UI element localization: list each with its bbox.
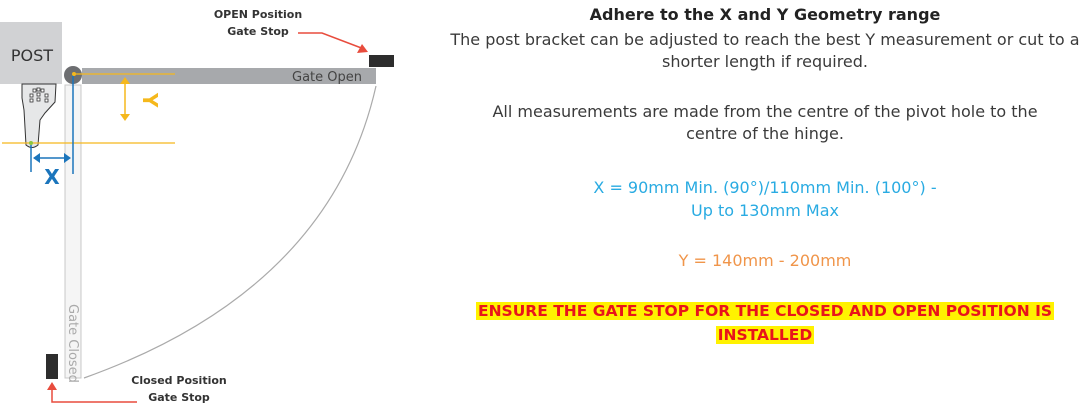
x-range-line1: X = 90mm Min. (90°)/110mm Min. (100°) -: [593, 178, 937, 197]
post-label: POST: [11, 46, 53, 65]
open-stop-arrow: [298, 32, 365, 50]
gate-geometry-diagram: POST Gate Closed Gate Open Y X OPEN Posi…: [0, 8, 394, 403]
open-gate-stop: [369, 55, 394, 67]
x-range-line2: Up to 130mm Max: [691, 201, 839, 220]
open-stop-arrowhead-icon: [357, 44, 368, 53]
y-label: Y: [138, 92, 162, 108]
closed-stop-arrow: [51, 388, 137, 403]
open-stop-label-line2: Gate Stop: [227, 25, 289, 38]
geometry-title: Adhere to the X and Y Geometry range: [589, 5, 941, 24]
gate-open-bar: [82, 68, 376, 84]
bracket-adjust-note: The post bracket can be adjusted to reac…: [450, 30, 1080, 71]
gate-stop-warning-line2: INSTALLED: [715, 326, 815, 344]
bracket-holes: [29, 87, 49, 103]
gate-open-label: Gate Open: [292, 70, 362, 85]
swing-arc: [83, 85, 377, 379]
closed-stop-label-line1: Closed Position: [131, 374, 226, 387]
post: [0, 22, 62, 84]
y-range: Y = 140mm - 200mm: [678, 251, 852, 270]
open-stop-label-line1: OPEN Position: [214, 8, 302, 21]
x-label: X: [44, 165, 60, 189]
gate-stop-warning-line1: ENSURE THE GATE STOP FOR THE CLOSED AND …: [475, 302, 1055, 320]
closed-stop-label-line2: Gate Stop: [148, 391, 210, 403]
gate-closed-label: Gate Closed: [65, 304, 80, 383]
measurement-note: All measurements are made from the centr…: [492, 102, 1038, 143]
pivot-point: [72, 72, 76, 76]
hinge-point: [29, 141, 33, 145]
closed-stop-arrowhead-icon: [47, 382, 57, 390]
closed-gate-stop: [46, 354, 58, 379]
